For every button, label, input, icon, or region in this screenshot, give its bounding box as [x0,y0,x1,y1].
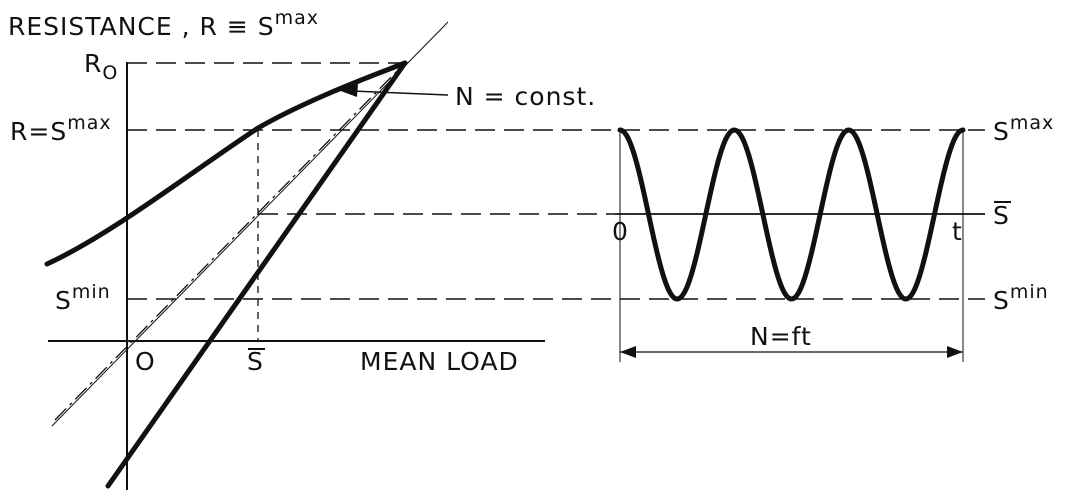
curve-pointer-arrowhead [338,84,358,97]
sbar-label-left: S [247,347,264,376]
origin-label: O [135,347,156,376]
dimension-arrow-right [947,346,963,358]
right-diagram: Smax S Smin 0 t N=ft [612,112,1054,362]
y-axis-title: RESISTANCE , R ≡ Smax [8,7,319,41]
n-const-curve [44,60,408,267]
n-const-label: N = const. [455,82,596,111]
curve-pointer-line [351,90,449,96]
dimension-arrow-left [620,346,636,358]
diagonal-line [51,21,449,427]
dash-dot-line [54,62,406,421]
left-diagram: RESISTANCE , R ≡ Smax RO R=Smax Smin O S… [8,7,985,490]
smin-label-left: Smin [55,281,111,315]
x-axis-title: MEAN LOAD [360,347,519,376]
end-label: t [952,217,963,246]
r-smax-label: R=Smax [10,112,112,146]
smax-label-right: Smax [993,112,1054,146]
start-label: 0 [612,217,629,246]
load-wave [617,127,966,302]
smin-label-right: Smin [993,281,1049,315]
r0-label: RO [84,49,118,84]
sbar-label-right: S [993,201,1010,230]
cycles-label: N=ft [750,322,812,351]
smin-line [105,60,408,489]
